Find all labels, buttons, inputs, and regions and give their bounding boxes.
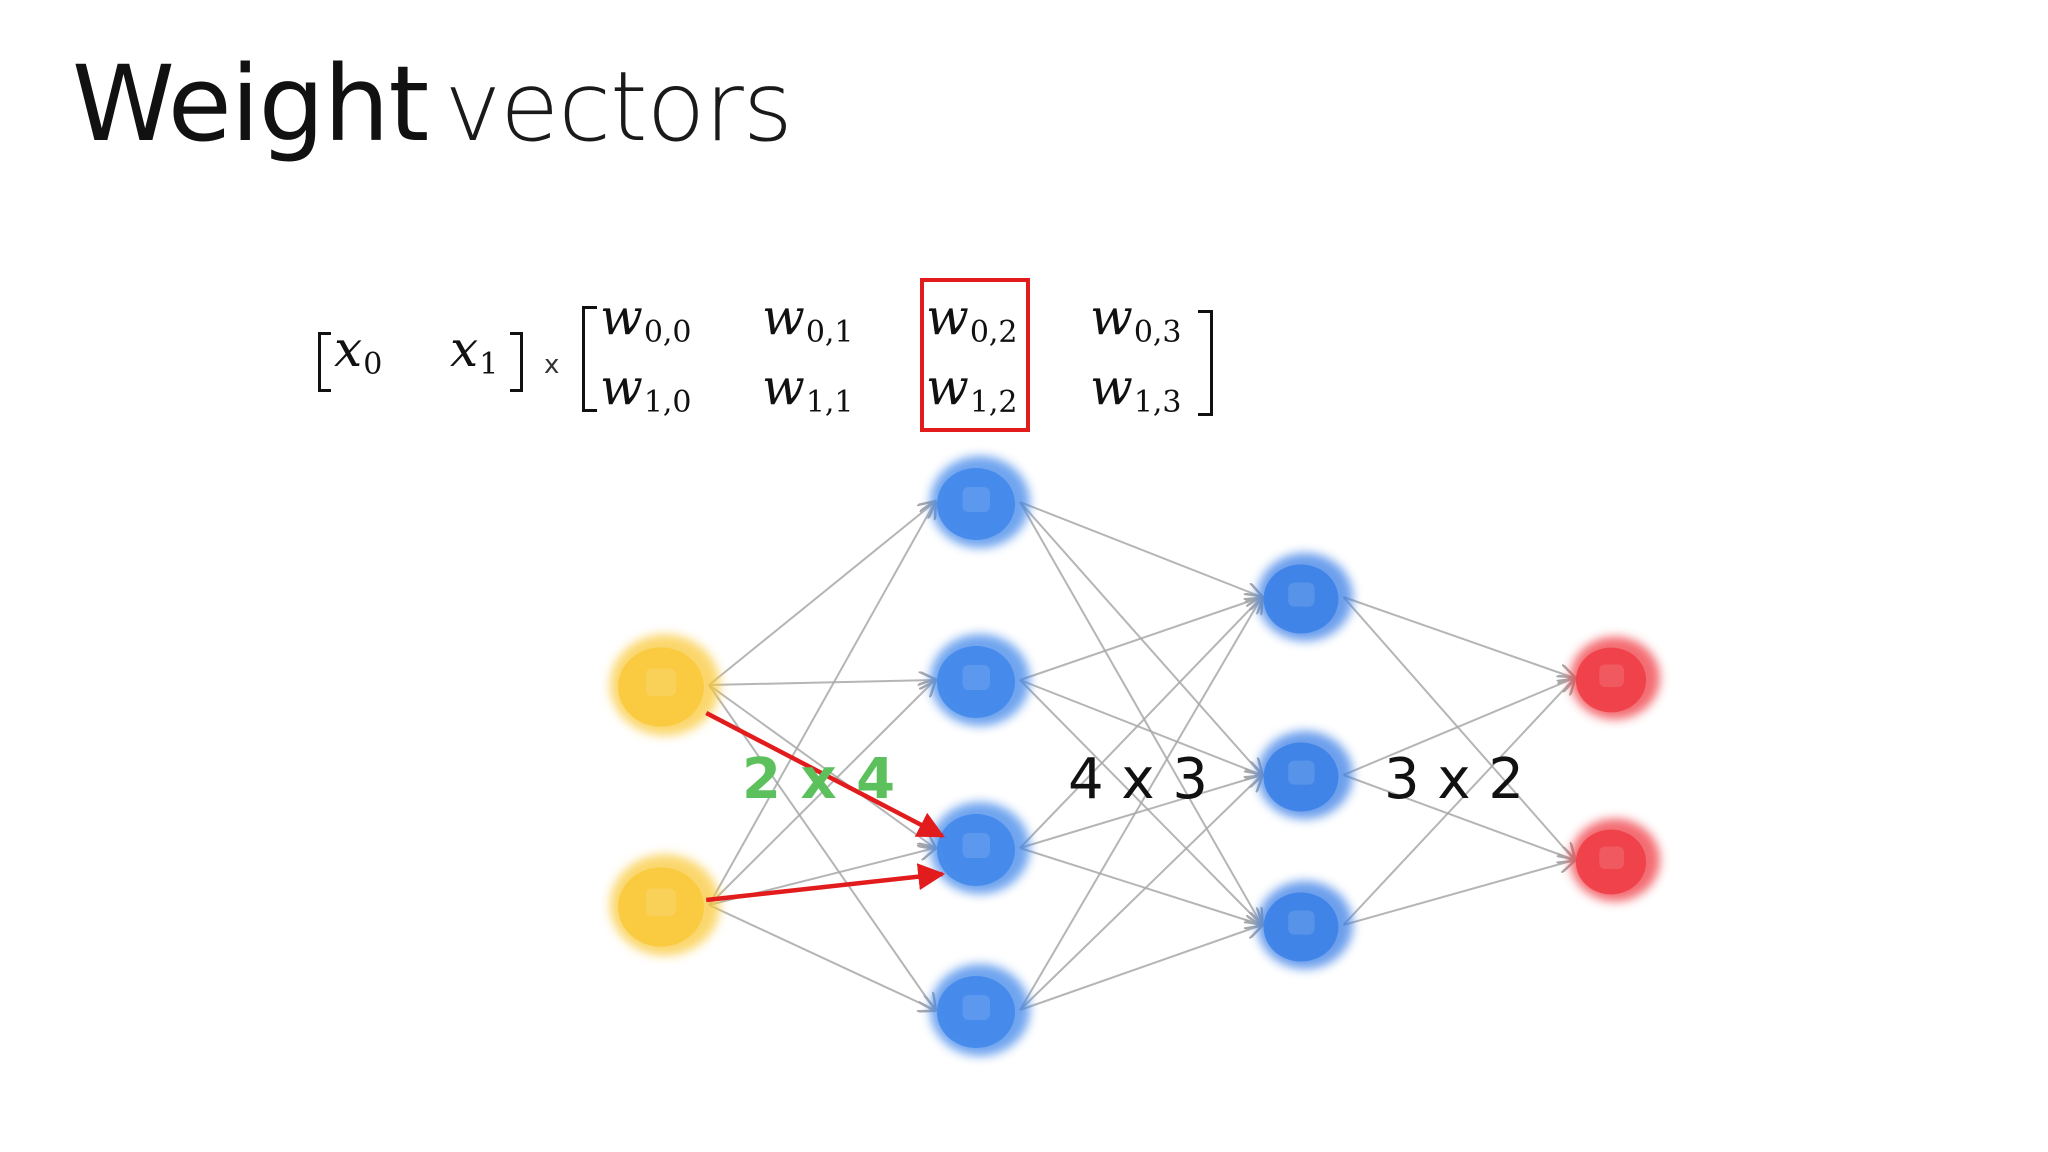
matrix-cell-w00: w0,0 <box>600 288 692 350</box>
edge-l0-n0-to-l1-n1 <box>708 680 935 685</box>
multiply-operator: x <box>544 350 560 380</box>
node-layer1-2 <box>930 802 1030 894</box>
edge-l1-n2-to-l2-n2 <box>1019 847 1262 925</box>
matrix-cell-w03: w0,3 <box>1090 288 1182 350</box>
edge-l0-n0-to-l1-n0 <box>708 502 935 686</box>
edge-l1-n0-to-l2-n0 <box>1019 501 1262 597</box>
node-layer3-0 <box>1570 636 1660 720</box>
edge-l1-n1-to-l2-n0 <box>1019 597 1262 681</box>
network-edges <box>708 501 1575 1011</box>
network-nodes <box>610 456 1660 1056</box>
node-layer1-1 <box>930 634 1030 726</box>
edge-l1-n3-to-l2-n0 <box>1019 597 1262 1011</box>
input-vector-left-bracket <box>318 332 331 392</box>
matrix-cell-w01: w0,1 <box>762 288 854 350</box>
edge-l0-n1-to-l1-n1 <box>708 680 935 906</box>
node-layer3-1 <box>1570 818 1660 902</box>
matrix-cell-w13: w1,3 <box>1090 358 1182 420</box>
title-word-weight: Weight <box>72 43 429 165</box>
edge-l1-n2-to-l2-n0 <box>1019 597 1262 849</box>
edge-l0-n1-to-l1-n3 <box>708 904 935 1010</box>
matrix-cell-w12: w1,2 <box>926 358 1018 420</box>
highlighted-edge-input0 <box>705 711 945 838</box>
matrix-cell-w02: w0,2 <box>926 288 1018 350</box>
edge-l1-n0-to-l2-n2 <box>1019 501 1262 925</box>
matrix-left-bracket <box>582 306 597 412</box>
highlighted-edge-input1 <box>706 863 946 903</box>
dimension-label-layer2: 4 x 3 <box>1068 747 1208 812</box>
title-word-vectors: vectors <box>444 51 793 163</box>
matrix-equation: x0 x1 x w0,0 w0,1 w0,2 w0,3 w1,0 w1,1 w1… <box>0 0 2048 460</box>
input-term-x1: x1 <box>450 320 499 382</box>
edge-l2-n1-to-l3-n0 <box>1343 678 1574 776</box>
highlighted-weight-column-box <box>920 278 1030 432</box>
edge-l0-n1-to-l1-n0 <box>708 502 935 906</box>
node-layer1-0 <box>930 456 1030 548</box>
node-layer2-0 <box>1257 552 1353 642</box>
dimension-label-layer3: 3 x 2 <box>1384 747 1524 812</box>
node-layer0-0 <box>610 634 720 736</box>
node-layer1-3 <box>930 964 1030 1056</box>
edge-l2-n2-to-l3-n0 <box>1342 678 1574 926</box>
edge-l2-n2-to-l3-n1 <box>1343 860 1574 926</box>
input-term-x0: x0 <box>334 320 383 382</box>
node-layer0-1 <box>610 854 720 956</box>
edge-l1-n1-to-l2-n1 <box>1019 679 1262 775</box>
edge-l1-n3-to-l2-n1 <box>1019 775 1262 1011</box>
edge-l0-n0-to-l1-n2 <box>708 684 935 848</box>
edge-l0-n0-to-l1-n3 <box>708 684 935 1010</box>
edge-l2-n0-to-l3-n1 <box>1342 596 1574 860</box>
highlighted-edges <box>705 711 946 903</box>
node-layer2-2 <box>1257 880 1353 970</box>
edge-l2-n0-to-l3-n0 <box>1343 596 1574 678</box>
matrix-right-bracket <box>1198 310 1213 416</box>
dimension-label-layer1: 2 x 4 <box>742 747 896 812</box>
edge-l2-n1-to-l3-n1 <box>1343 774 1574 860</box>
matrix-cell-w11: w1,1 <box>762 358 854 420</box>
edge-l1-n3-to-l2-n2 <box>1019 925 1262 1011</box>
edge-l1-n2-to-l2-n1 <box>1019 775 1262 849</box>
matrix-cell-w10: w1,0 <box>600 358 692 420</box>
node-layer2-1 <box>1257 730 1353 820</box>
input-vector-right-bracket <box>510 332 523 392</box>
